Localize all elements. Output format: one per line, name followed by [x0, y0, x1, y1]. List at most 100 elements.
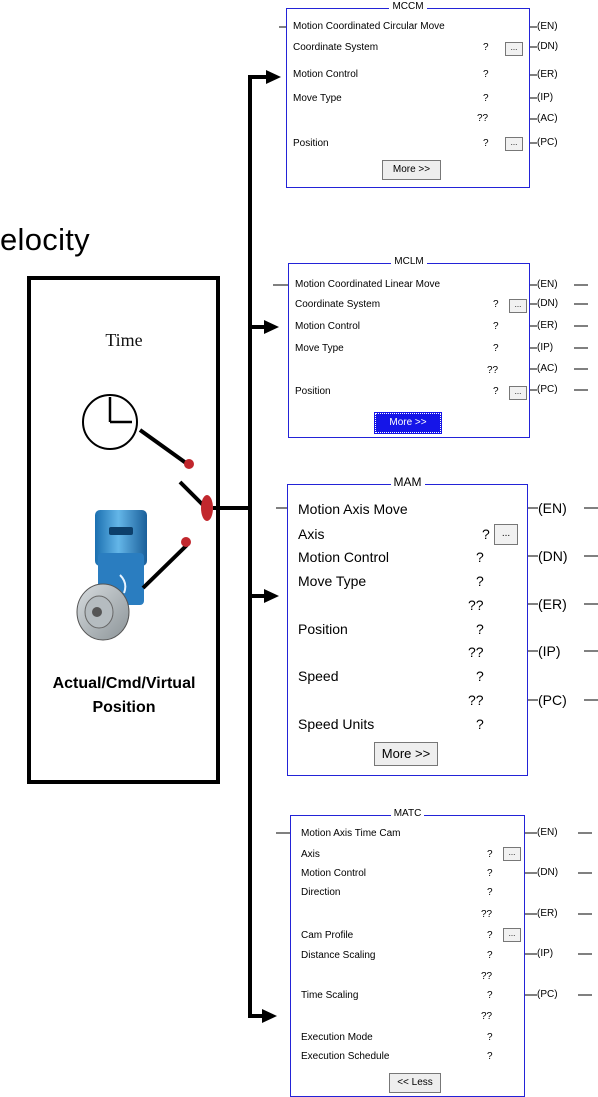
matc-param-label: Time Scaling	[301, 990, 359, 1001]
matc-axis-browse-button[interactable]: ...	[503, 847, 521, 861]
mam-output-pc: (PC)	[538, 692, 567, 708]
cropped-velocity-label: elocity	[0, 222, 90, 257]
matc-param-value: ?	[487, 1051, 493, 1062]
matc-param-label: Distance Scaling	[301, 950, 376, 961]
matc-output-dn: (DN)	[537, 867, 559, 878]
matc-output-pc: (PC)	[537, 989, 558, 1000]
mam-param-value: ?	[476, 549, 484, 565]
mclm-position-browse-button[interactable]: ...	[509, 386, 527, 400]
mam-more-button[interactable]: More >>	[374, 742, 438, 766]
mclm-output-dn: (DN)	[537, 298, 559, 309]
mam-param-label: Speed	[298, 668, 339, 684]
matc-param-value: ?	[487, 930, 493, 941]
mam-axis-browse-button[interactable]: ...	[494, 524, 518, 545]
mam-param-label: Position	[298, 621, 348, 637]
mclm-output-en: (EN)	[537, 279, 558, 290]
mccm-param-value: ?	[483, 93, 489, 104]
mam-param-label: Motion Control	[298, 549, 390, 565]
position-source-panel: Time Actual/Cmd/Virtual Position	[27, 276, 220, 784]
matc-output-er: (ER)	[537, 908, 558, 919]
mam-param-label: Speed Units	[298, 716, 375, 732]
mccm-param-value: ?	[483, 42, 489, 53]
mam-param-label: Move Type	[298, 573, 367, 589]
mclm-param-label: Position	[295, 386, 331, 397]
mccm-param-value: ?	[483, 138, 489, 149]
mccm-title: MCCM	[287, 1, 529, 13]
mccm-param-value: ??	[477, 113, 489, 124]
matc-param-value: ?	[487, 868, 493, 879]
mam-output-en: (EN)	[538, 500, 567, 516]
mclm-param-value: ?	[493, 343, 499, 354]
mccm-param-value: ?	[483, 69, 489, 80]
mccm-output-en: (EN)	[537, 21, 558, 32]
mccm-instruction-block[interactable]: MCCM Motion Coordinated Circular Move Co…	[286, 1, 530, 188]
mccm-output-dn: (DN)	[537, 41, 559, 52]
arrow-to-mccm	[250, 70, 281, 84]
encoder-contact	[181, 537, 191, 547]
matc-param-label: Cam Profile	[301, 930, 354, 941]
matc-param-label: Execution Schedule	[301, 1051, 390, 1062]
mam-param-value: ?	[476, 573, 484, 589]
mclm-more-button[interactable]: More >>	[374, 412, 442, 434]
mclm-param-value: ?	[493, 321, 499, 332]
mam-instruction-block[interactable]: MAM Motion Axis Move Axis? ... Motion Co…	[287, 475, 528, 776]
mclm-param-label: Motion Control	[295, 321, 361, 332]
mccm-param-label: Motion Control	[293, 69, 359, 80]
mam-param-value: ??	[468, 644, 484, 660]
matc-param-value: ?	[487, 1032, 493, 1043]
matc-param-value: ??	[481, 909, 493, 920]
matc-output-en: (EN)	[537, 827, 558, 838]
matc-cam-profile-browse-button[interactable]: ...	[503, 928, 521, 942]
mclm-instruction-block[interactable]: MCLM Motion Coordinated Linear Move Coor…	[288, 256, 530, 438]
mccm-coordinate-system-browse-button[interactable]: ...	[505, 42, 523, 56]
mclm-param-value: ?	[493, 386, 499, 397]
matc-param-label: Axis	[301, 849, 320, 860]
mam-param-value: ?	[476, 716, 484, 732]
mclm-title: MCLM	[289, 256, 529, 268]
mccm-position-browse-button[interactable]: ...	[505, 137, 523, 151]
arrow-to-matc	[250, 1009, 277, 1023]
mam-output-ip: (IP)	[538, 643, 561, 659]
mclm-param-value: ??	[487, 365, 499, 376]
mam-param-value: ??	[468, 692, 484, 708]
mclm-description: Motion Coordinated Linear Move	[295, 279, 441, 290]
arrow-to-mam	[250, 589, 279, 603]
mccm-output-ip: (IP)	[537, 92, 554, 103]
matc-param-value: ?	[487, 849, 493, 860]
time-contact	[184, 459, 194, 469]
mccm-more-button[interactable]: More >>	[382, 160, 441, 180]
mam-description: Motion Axis Move	[298, 501, 408, 517]
mam-output-er: (ER)	[538, 596, 567, 612]
mccm-description: Motion Coordinated Circular Move	[293, 21, 445, 32]
matc-instruction-block[interactable]: MATC Motion Axis Time Cam Axis? ... Moti…	[290, 808, 525, 1097]
matc-less-button[interactable]: << Less	[389, 1073, 441, 1093]
position-source-label-line-1: Actual/Cmd/Virtual	[52, 675, 196, 692]
encoder-icon	[76, 510, 147, 641]
matc-param-label: Direction	[301, 887, 341, 898]
mam-param-label: Axis	[298, 526, 325, 542]
mclm-coordinate-system-browse-button[interactable]: ...	[509, 299, 527, 313]
mam-output-dn: (DN)	[538, 548, 568, 564]
matc-title: MATC	[291, 808, 524, 820]
mclm-param-label: Coordinate System	[295, 299, 381, 310]
mam-title: MAM	[288, 475, 527, 489]
mclm-output-pc: (PC)	[537, 384, 558, 395]
matc-param-value: ??	[481, 1011, 493, 1022]
mclm-param-label: Move Type	[295, 343, 344, 354]
mclm-output-ac: (AC)	[537, 363, 558, 374]
matc-param-label: Motion Control	[301, 868, 367, 879]
matc-param-value: ??	[481, 971, 493, 982]
selector-common-contact	[201, 495, 213, 521]
mam-param-value: ??	[468, 597, 484, 613]
matc-param-value: ?	[487, 990, 493, 1001]
matc-param-label: Execution Mode	[301, 1032, 373, 1043]
mclm-param-value: ?	[493, 299, 499, 310]
mccm-param-label: Move Type	[293, 93, 342, 104]
mccm-output-er: (ER)	[537, 69, 558, 80]
mccm-output-pc: (PC)	[537, 137, 558, 148]
mccm-output-ac: (AC)	[537, 113, 558, 124]
clock-icon	[82, 394, 138, 450]
mam-param-value: ?	[476, 668, 484, 684]
mam-param-value: ?	[476, 621, 484, 637]
